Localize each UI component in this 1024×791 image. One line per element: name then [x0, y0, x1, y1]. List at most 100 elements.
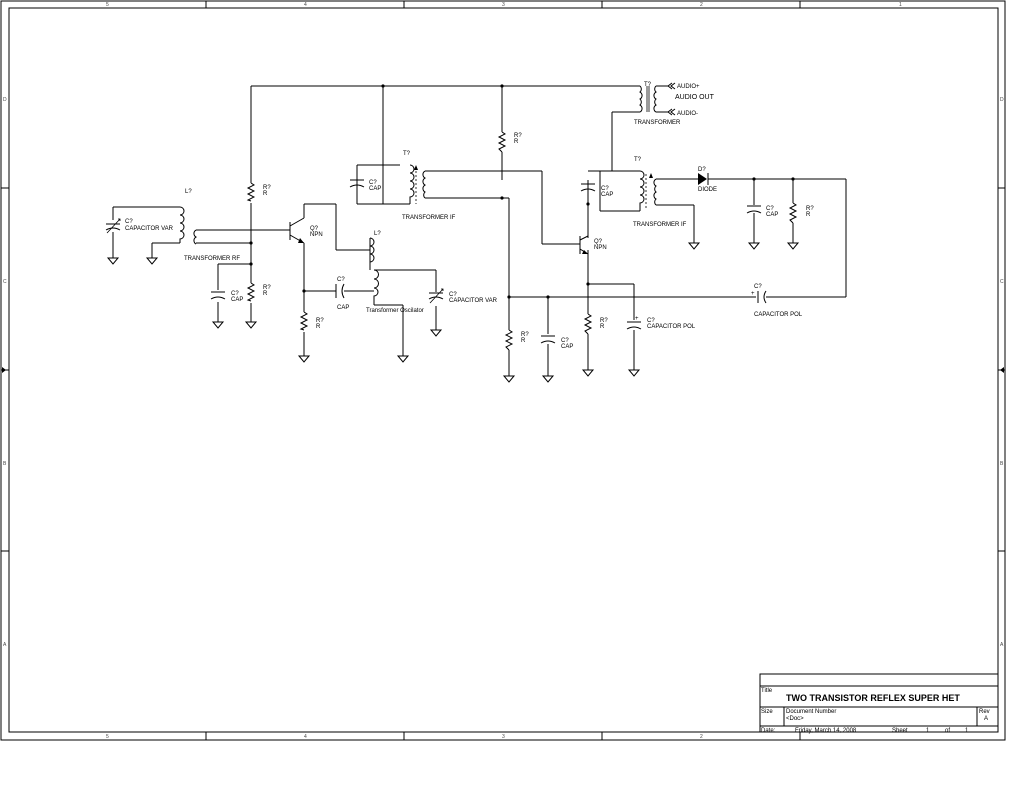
capacitor-if1-tank: C? CAP — [349, 165, 381, 204]
r-mid-value: R — [521, 338, 526, 344]
transformer-if-2-value: TRANSFORMER IF — [633, 222, 687, 228]
c-coupling-ref: C? — [337, 277, 345, 283]
r-det-value: R — [806, 212, 811, 218]
c-det-value: CAP — [766, 212, 778, 218]
transformer-if-2-ref: T? — [634, 157, 642, 163]
zone-left-a: A — [3, 642, 7, 648]
capacitor-if2-tank: C? CAP — [580, 183, 613, 198]
zone-left-b: B — [3, 461, 7, 467]
sheet-number: 1 — [926, 728, 930, 734]
date-value: Friday, March 14, 2008 — [795, 728, 857, 734]
transformer-rf-value: TRANSFORMER RF — [184, 256, 240, 262]
capacitor-pol-feedback: + C? CAPACITOR POL — [751, 284, 803, 318]
cap-var-1-value: CAPACITOR VAR — [125, 226, 174, 232]
capacitor-var-2: C? CAPACITOR VAR — [428, 288, 498, 304]
resistor-top-middle: R? R — [497, 131, 522, 153]
r-col-1-value: R — [316, 324, 321, 330]
transformer-out-ref: T? — [644, 82, 652, 88]
zone-bottom-2: 2 — [700, 734, 703, 740]
q2-ref: Q? — [594, 239, 603, 245]
resistor-bias-top: R? R — [246, 182, 271, 202]
document-number-label: Document Number — [786, 709, 836, 715]
capacitor-pol-emitter: + C? CAPACITOR POL — [626, 316, 696, 330]
c-pol-emit-value: CAPACITOR POL — [647, 324, 696, 330]
resistor-bias-bottom: R? R — [246, 282, 271, 302]
sheet-label: Sheet — [892, 728, 908, 734]
diode-ref: D? — [698, 167, 706, 173]
capacitor-mid: C? CAP — [540, 335, 573, 350]
q1-value: NPN — [310, 232, 323, 238]
c-pol-fb-value: CAPACITOR POL — [754, 312, 803, 318]
date-label: Date: — [761, 728, 776, 734]
c-pol-fb-ref: C? — [754, 284, 762, 290]
zone-right-a: A — [1000, 642, 1004, 648]
c-det-ref: C? — [766, 206, 774, 212]
zone-right-c: C — [1000, 279, 1004, 285]
document-number: <Doc> — [786, 716, 804, 722]
zone-right-d: D — [1000, 97, 1004, 103]
r-bias-1-ref: R? — [263, 185, 271, 191]
r-emit-1-value: R — [263, 291, 268, 297]
ground-symbols — [106, 242, 800, 383]
zone-right-b: B — [1000, 461, 1004, 467]
inductor-osc: L? — [369, 231, 381, 263]
audio-minus-label: AUDIO- — [677, 111, 698, 117]
size-label: Size — [761, 709, 773, 715]
resistor-mid: R? R — [504, 329, 529, 351]
audio-connectors: AUDIO+ AUDIO OUT AUDIO- — [667, 82, 715, 117]
c-mid-ref: C? — [561, 338, 569, 344]
diode-value: DIODE — [698, 187, 717, 193]
c-pol-fb-plus: + — [751, 291, 755, 297]
transformer-osc-value: Transformer Oscilator — [366, 308, 424, 314]
cap-var-2-ref: C? — [449, 292, 457, 298]
zone-top-3: 3 — [502, 2, 505, 8]
zone-bottom-5: 5 — [106, 734, 109, 740]
l-osc-ref: L? — [374, 231, 381, 237]
transistor-q2: Q? NPN — [579, 204, 607, 255]
c-mid-value: CAP — [561, 344, 573, 350]
zone-top-4: 4 — [304, 2, 307, 8]
zone-left-d: D — [3, 97, 7, 103]
r-top-value: R — [514, 139, 519, 145]
r-emit-2-ref: R? — [600, 318, 608, 324]
zone-top-1: 1 — [899, 2, 902, 8]
c-osc-cap-value: CAP — [369, 186, 381, 192]
title-block: Title TWO TRANSISTOR REFLEX SUPER HET Si… — [759, 673, 999, 734]
c-if2-value: CAP — [601, 192, 613, 198]
r-mid-ref: R? — [521, 332, 529, 338]
r-col-1-ref: R? — [316, 318, 324, 324]
r-emit-2-value: R — [600, 324, 605, 330]
capacitor-var-1: C? CAPACITOR VAR — [105, 218, 174, 234]
wires — [112, 84, 847, 376]
c-osc-cap-ref: C? — [369, 180, 377, 186]
audio-out-label: AUDIO OUT — [675, 94, 715, 101]
transformer-if-1: T? TRANSFORMER IF — [402, 151, 456, 221]
of-label: of — [945, 728, 950, 734]
capacitor-bias: C? CAP — [210, 291, 243, 303]
r-emit-1-ref: R? — [263, 285, 271, 291]
capacitor-detector: C? CAP — [746, 205, 778, 218]
q2-value: NPN — [594, 245, 607, 251]
q1-ref: Q? — [310, 226, 319, 232]
r-det-ref: R? — [806, 206, 814, 212]
sheet-total: 1 — [965, 728, 969, 734]
r-bias-1-value: R — [263, 191, 268, 197]
transformer-if-1-value: TRANSFORMER IF — [402, 215, 456, 221]
zone-top-2: 2 — [700, 2, 703, 8]
cap-var-2-value: CAPACITOR VAR — [449, 298, 498, 304]
drawing-title: TWO TRANSISTOR REFLEX SUPER HET — [786, 693, 960, 703]
rev-label: Rev — [979, 709, 990, 715]
zone-left-c: C — [3, 279, 7, 285]
r-top-ref: R? — [514, 133, 522, 139]
sheet-border: 5 4 3 2 1 5 4 3 2 D C B A D C B A — [0, 0, 1006, 741]
c-pol-emit-ref: C? — [647, 318, 655, 324]
capacitor-coupling: C? CAP — [335, 277, 349, 311]
transformer-oscillator: Transformer Oscilator — [366, 269, 424, 314]
audio-plus-label: AUDIO+ — [677, 84, 700, 90]
diode: D? DIODE — [698, 167, 717, 193]
resistor-q1-emitter: R? R — [299, 311, 324, 331]
transformer-output: T? TRANSFORMER — [634, 82, 681, 126]
transformer-out-value: TRANSFORMER — [634, 120, 681, 126]
title-label: Title — [761, 688, 773, 694]
